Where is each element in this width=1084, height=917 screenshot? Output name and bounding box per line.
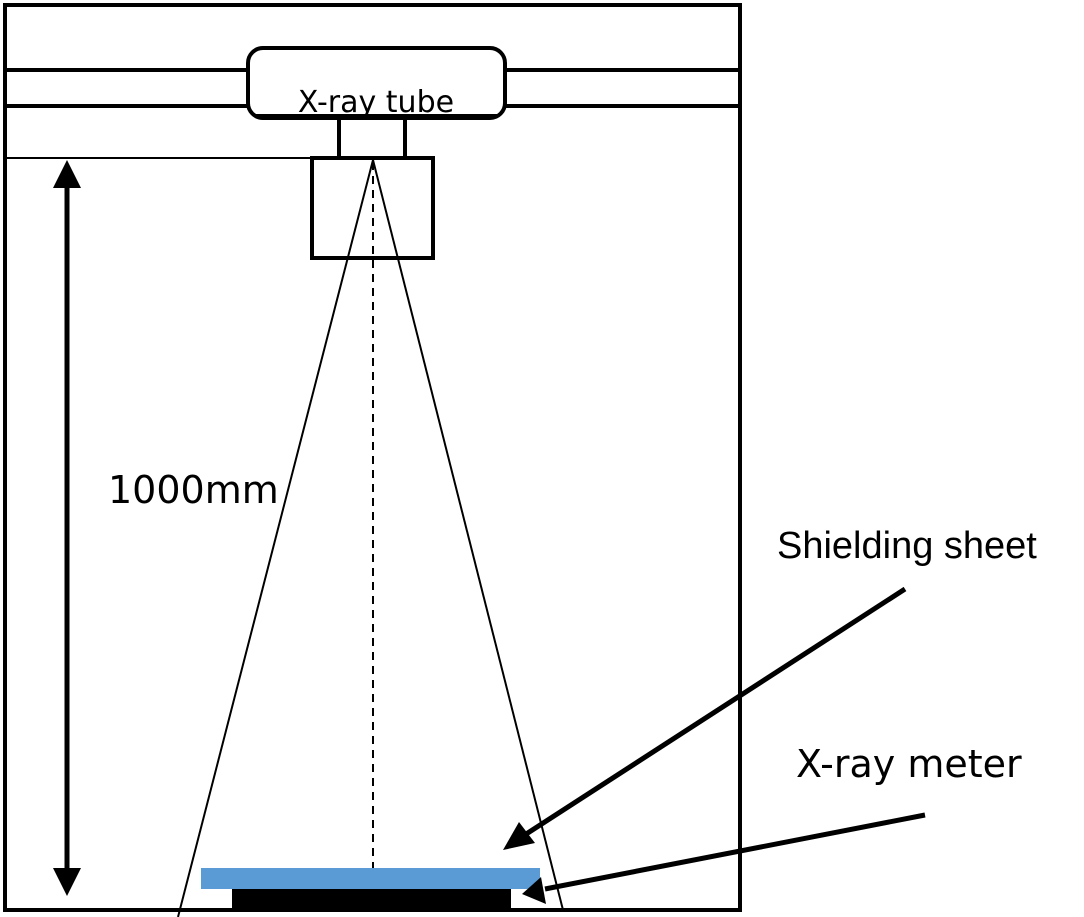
meter-arrowhead-icon [522,877,546,904]
shielding-arrowhead-icon [503,822,535,850]
beam-edge-right [372,159,564,911]
dimension-arrow-down-icon [53,868,81,896]
shielding-sheet-label: Shielding sheet [777,525,1037,567]
xray-meter-label: X-ray meter [796,742,1022,786]
xray-meter-pointer-arrow [544,812,926,892]
beam-edge-left [177,159,374,917]
distance-label: 1000mm [108,468,279,512]
shielding-sheet [201,868,540,889]
xray-meter [232,889,511,909]
dimension-arrow-up-icon [53,160,81,188]
shielding-sheet-pointer-arrow [518,586,907,841]
enclosure-frame [3,3,742,912]
collimator-box [310,156,435,260]
